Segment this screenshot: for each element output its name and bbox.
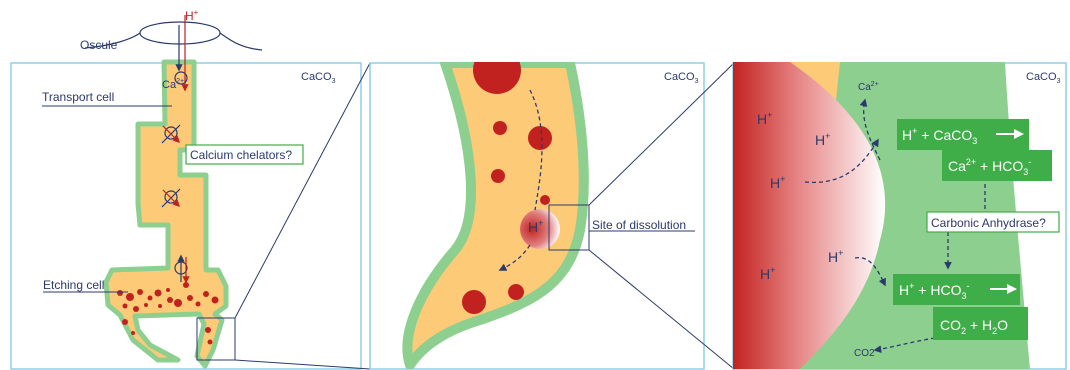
osculum-rim-right	[220, 33, 262, 50]
calcium-chelators-label: Calcium chelators?	[190, 148, 292, 162]
co2-label: CO2	[854, 348, 875, 359]
caco3-label-1: CaCO3	[301, 71, 336, 85]
transport-cell-label: Transport cell	[42, 90, 114, 104]
dissolution-site-vesicle	[520, 209, 560, 249]
etching-cell-label: Etching cell	[43, 278, 104, 292]
caco3-label-3: CaCO3	[1026, 71, 1061, 85]
h-plus-label: H+	[185, 8, 199, 23]
carbonic-anhydrase-label: Carbonic Anhydrase?	[931, 216, 1046, 230]
panel-2-etching-cell-detail: CaCO3 H+ Site of dissolution	[370, 46, 704, 369]
osculum-ellipse	[140, 22, 220, 44]
vesicle	[508, 284, 524, 300]
vesicle	[491, 169, 505, 183]
vesicle	[528, 126, 552, 150]
vesicle	[493, 121, 507, 135]
osculum-label: Oscule	[80, 38, 118, 52]
vesicle	[462, 290, 486, 314]
site-of-dissolution-label: Site of dissolution	[592, 218, 686, 232]
vesicle-large	[473, 46, 521, 94]
vesicle	[540, 195, 550, 205]
panel-1-sponge-overview: Oscule H+ Ca2+ CaCO3 Transport cell Calc…	[11, 8, 361, 369]
caco3-label-2: CaCO3	[664, 71, 699, 85]
panel-3-chemistry: CaCO3 H+ H+ H+ H+ H+ Ca2+ H+ + CaCO3 Ca2…	[733, 62, 1066, 369]
